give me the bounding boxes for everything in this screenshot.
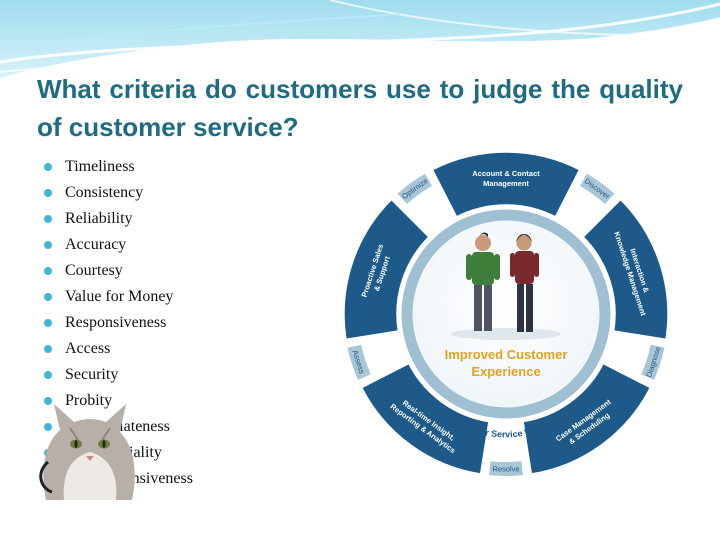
list-item: Reliability [44, 206, 193, 232]
bullet-dot-icon [44, 241, 52, 249]
segment-interaction [582, 198, 669, 341]
bullet-dot-icon [44, 215, 52, 223]
outer-ring-arc [347, 344, 371, 380]
list-item: Consistency [44, 180, 193, 206]
header-wave-decoration [0, 0, 720, 78]
outer-ring-arc [580, 173, 615, 205]
segment-account [431, 151, 581, 218]
outer-label-resolve: Resolve [492, 465, 519, 474]
list-item-text: Probity [65, 392, 113, 409]
list-item: Security [44, 362, 193, 388]
list-item-text: Timeliness [65, 158, 135, 175]
segment-case [522, 362, 652, 475]
list-item-text: Courtesy [65, 262, 123, 279]
segment-realtime [360, 362, 490, 475]
bullet-dot-icon [44, 163, 52, 171]
outer-ring-arc [641, 344, 665, 380]
list-item-text: Security [65, 366, 119, 383]
segment-label-line: Account & Contact [472, 169, 540, 178]
bullet-dot-icon [44, 371, 52, 379]
list-item-text: Consistency [65, 184, 144, 201]
bullet-dot-icon [44, 397, 52, 405]
list-item-text: Reliability [65, 210, 133, 227]
inner-ring [401, 209, 611, 419]
list-item-text: Access [65, 340, 111, 357]
bullet-dot-icon [44, 423, 52, 431]
center-label-line-1: Improved Customer [445, 347, 568, 362]
outer-ring [347, 173, 665, 477]
bullet-dot-icon [44, 293, 52, 301]
list-item: Accuracy [44, 232, 193, 258]
outer-ring-arc [397, 173, 432, 205]
two-people-image [451, 232, 561, 340]
list-item: Timeliness [44, 154, 193, 180]
list-item: Responsiveness [44, 310, 193, 336]
bullet-dot-icon [44, 319, 52, 327]
list-item: Probity [44, 388, 193, 414]
outer-ring-arc [489, 461, 523, 477]
segment-proactive [343, 198, 430, 341]
list-item: Value for Money [44, 284, 193, 310]
slide-title: What criteria do customers use to judge … [37, 74, 683, 142]
center-label-line-2: Experience [471, 364, 540, 379]
list-item: Courtesy [44, 258, 193, 284]
list-item: Access [44, 336, 193, 362]
cat-photo [39, 404, 135, 500]
bullet-dot-icon [44, 267, 52, 275]
bullet-dot-icon [44, 189, 52, 197]
bullet-dot-icon [44, 345, 52, 353]
list-item-text: Accuracy [65, 236, 127, 253]
list-item-text: Responsiveness [65, 314, 167, 331]
segment-label-line: Management [483, 179, 529, 188]
list-item-text: Value for Money [65, 288, 174, 305]
